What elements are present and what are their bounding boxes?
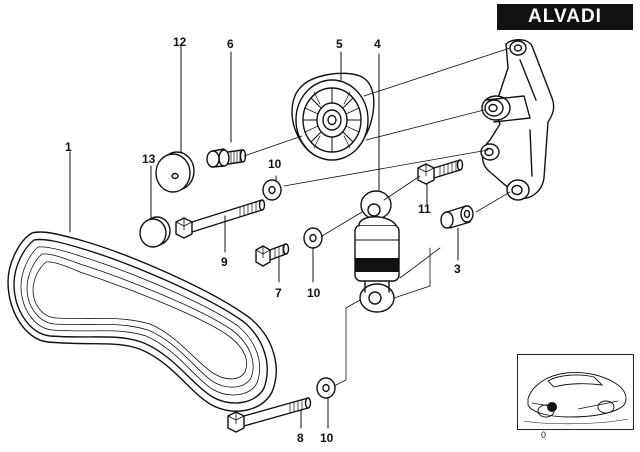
cover-cap-12 [155,151,195,193]
assembly-lines [243,47,511,387]
callout-13: 13 [142,152,156,166]
callout-6: 6 [227,37,234,51]
callout-12: 12 [173,35,187,49]
callout-4: 4 [374,37,381,51]
washer-10-middle [303,227,323,249]
washer-10-lower [316,377,336,399]
idler-pulley-5 [291,72,375,161]
short-bolt-7 [255,243,290,267]
callout-10-upper: 10 [268,157,282,171]
cover-cap-13 [139,216,171,248]
long-bolt-9 [175,199,266,239]
callout-5: 5 [336,37,343,51]
flange-bolt-11 [417,159,464,185]
socket-bolt-6 [206,148,247,168]
callout-1: 1 [65,140,72,154]
washer-10-upper [262,179,282,201]
car-thumbnail-icon [523,372,629,425]
callout-9: 9 [221,255,228,269]
callout-10-lower: 10 [320,431,334,445]
brand-logo: ALVADI [497,4,633,30]
callout-11: 11 [418,202,431,216]
brand-text: ALVADI [528,6,602,27]
belt-tensioner-4 [354,190,400,313]
drive-belt [7,231,277,412]
car-location-inset [517,354,634,430]
callout-10-middle: 10 [307,286,321,300]
callout-8: 8 [297,431,304,445]
callout-3: 3 [454,262,461,276]
inset-label: 0 [541,430,547,440]
callout-labels: 1 12 6 5 4 13 10 11 9 3 7 10 8 10 [65,35,461,445]
long-bolt-8 [227,397,312,433]
tensioner-bracket [480,39,555,201]
sleeve-3 [440,205,474,229]
callout-7: 7 [275,286,282,300]
